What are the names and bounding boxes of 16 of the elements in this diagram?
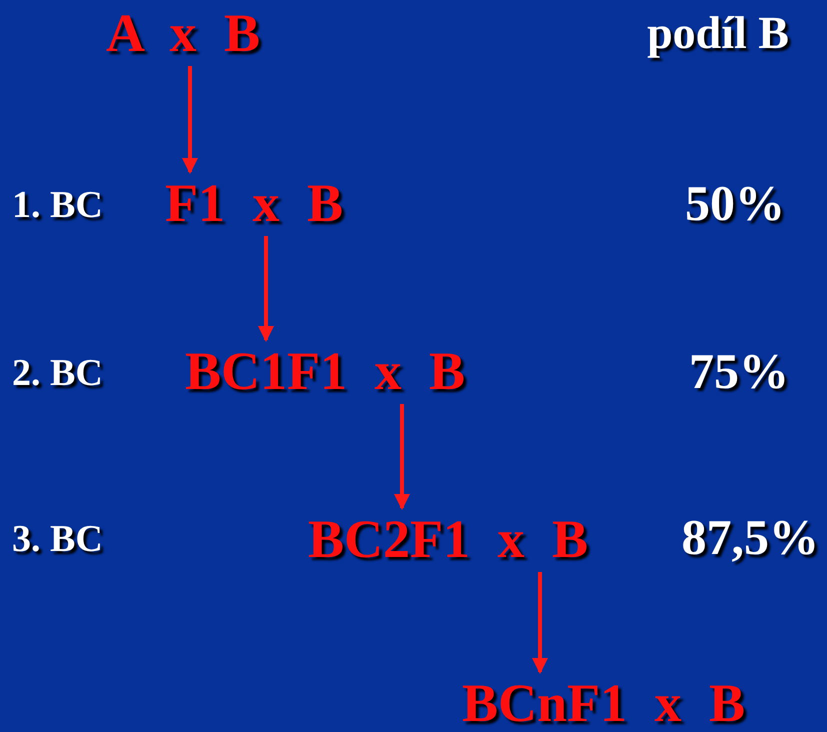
cross-label: A x B (106, 6, 260, 60)
row-label: 75% (689, 346, 789, 396)
row-label: 87,5% (682, 512, 819, 562)
arrow (182, 66, 198, 174)
arrow (532, 572, 548, 674)
row-label: podíl B (647, 10, 789, 56)
row-label: 3. BC (12, 520, 103, 558)
row-label: 50% (685, 178, 785, 228)
cross-label: F1 x B (165, 176, 344, 230)
cross-label: BC1F1 x B (185, 344, 466, 398)
row-label: 2. BC (12, 354, 103, 392)
arrow (258, 236, 274, 342)
arrow (394, 404, 410, 510)
cross-label: BC2F1 x B (308, 512, 588, 566)
cross-label: BCnF1 x B (462, 676, 746, 730)
row-label: 1. BC (12, 186, 103, 224)
